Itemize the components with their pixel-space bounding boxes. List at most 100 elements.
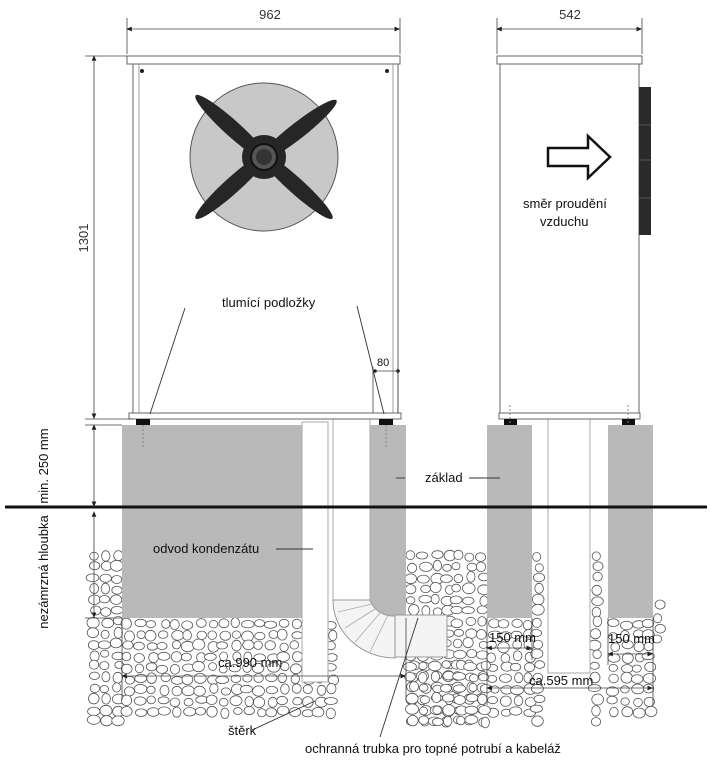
gravel-stone xyxy=(631,674,644,684)
gravel-stone xyxy=(442,704,456,716)
gravel-stone xyxy=(405,596,416,605)
airflow-label-2: vzduchu xyxy=(540,214,588,229)
gravel-stone xyxy=(183,697,194,707)
gravel-stone xyxy=(290,663,302,675)
side-pipe xyxy=(547,407,591,674)
gravel-stone xyxy=(265,673,278,683)
gravel-stone xyxy=(405,692,419,705)
gravel-stone xyxy=(99,661,110,671)
gravel-stone xyxy=(532,672,544,683)
gravel-stone xyxy=(465,693,479,703)
gravel-stone xyxy=(417,574,430,584)
gravel-stone xyxy=(654,599,666,610)
gravel-stone xyxy=(229,695,243,707)
gravel-stone xyxy=(592,649,602,660)
front-foundation-right xyxy=(370,425,406,618)
gravel-stone xyxy=(654,623,666,634)
gravel-stone xyxy=(193,673,207,684)
gravel-stone xyxy=(192,638,206,651)
gravel-stone xyxy=(276,651,290,662)
gravel-stone xyxy=(529,704,543,713)
gravel-stone xyxy=(134,663,144,674)
gravel-stone xyxy=(430,593,440,605)
gravel-stone xyxy=(451,583,462,593)
gravel-stone xyxy=(155,665,168,674)
gravel-stone xyxy=(429,582,442,594)
gravel-stone xyxy=(228,664,241,673)
gravel-stone xyxy=(206,705,218,718)
gravel-stone xyxy=(99,573,112,583)
gravel-stone xyxy=(487,696,499,705)
gravel-stone xyxy=(169,663,180,675)
gravel-stone xyxy=(276,695,288,706)
gravel-stone xyxy=(534,582,544,594)
gravel-stone xyxy=(408,604,420,616)
gravel-stone xyxy=(101,617,114,629)
gravel-stone xyxy=(592,571,603,582)
gravel-stone xyxy=(427,660,442,672)
side-foundation-left xyxy=(487,425,532,618)
gravel-stone xyxy=(233,707,243,715)
gravel-stone xyxy=(534,660,545,669)
gravel-stone xyxy=(532,552,542,562)
gravel-stone xyxy=(510,630,523,640)
gravel-stone xyxy=(591,584,602,596)
gravel-stone xyxy=(86,627,100,639)
gravel-stone xyxy=(146,707,160,717)
gravel-stone xyxy=(157,696,170,705)
gravel-stone xyxy=(432,559,442,572)
side-foundation-right xyxy=(608,425,653,618)
side-grille xyxy=(639,87,651,235)
gravel-stone xyxy=(530,629,542,638)
protective-tube-elbow xyxy=(332,599,396,659)
gravel-stone xyxy=(135,708,148,717)
gravel-stone xyxy=(453,638,463,649)
gravel-stone xyxy=(608,632,618,641)
gravel-stone xyxy=(219,651,229,662)
gravel-stone xyxy=(100,607,112,617)
gravel-stone xyxy=(453,549,464,561)
gravel-stone xyxy=(531,603,545,616)
gravel-stone xyxy=(267,696,278,708)
gravel-stone xyxy=(291,618,302,630)
gravel-stone xyxy=(263,620,277,629)
gravel-stone xyxy=(480,660,491,671)
gravel-stone xyxy=(219,630,232,641)
gravel-stone xyxy=(241,620,255,629)
gravel-stone xyxy=(476,605,488,615)
gravel-stone xyxy=(253,673,264,683)
gravel-stone xyxy=(499,695,512,707)
airflow-arrow-icon xyxy=(546,133,612,181)
condensate-label: odvod kondenzátu xyxy=(153,541,259,556)
side-unit xyxy=(496,55,651,420)
gravel-stone xyxy=(323,697,338,705)
front-foundation-left xyxy=(122,425,302,618)
gravel-stone xyxy=(146,672,157,684)
gravel-stone xyxy=(478,673,490,682)
gravel-stone xyxy=(430,670,440,683)
gravel-stone xyxy=(420,584,431,594)
gravel-stone xyxy=(419,561,433,572)
gravel-stone xyxy=(620,697,630,706)
gravel-stone xyxy=(404,584,417,595)
gravel-stone xyxy=(478,705,491,715)
gravel-stone xyxy=(452,684,466,693)
gravel-stone xyxy=(289,640,300,650)
gravel-stone xyxy=(592,561,604,571)
gravel-stone xyxy=(462,637,474,649)
frost-depth-label: nezámrzná hloubka xyxy=(36,515,51,629)
gravel-stone xyxy=(134,618,147,628)
gravel-stone xyxy=(253,696,266,709)
gravel-stone xyxy=(632,707,646,719)
gravel-stone xyxy=(532,617,542,629)
gravel-stone xyxy=(468,682,478,692)
gravel-stone xyxy=(159,685,170,697)
gravel-stone xyxy=(243,706,255,716)
gravel-stone xyxy=(641,652,655,661)
gravel-stone xyxy=(476,629,487,640)
gravel-stone xyxy=(418,661,428,671)
gravel-stone xyxy=(631,683,645,695)
gravel-stone xyxy=(609,706,619,718)
gravel-stone xyxy=(475,561,487,573)
gravel-stone xyxy=(510,685,524,696)
